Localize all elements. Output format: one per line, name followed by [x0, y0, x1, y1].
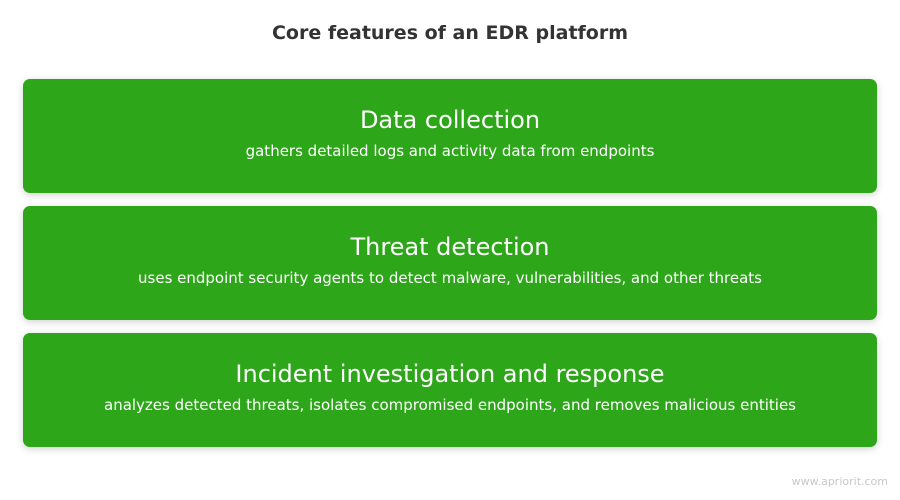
feature-title: Incident investigation and response: [235, 360, 665, 388]
feature-title: Threat detection: [350, 233, 550, 261]
feature-list: Data collection gathers detailed logs an…: [23, 79, 877, 460]
feature-description: analyzes detected threats, isolates comp…: [104, 396, 796, 414]
feature-description: gathers detailed logs and activity data …: [245, 142, 655, 160]
feature-card-incident-response: Incident investigation and response anal…: [23, 333, 877, 447]
watermark: www.apriorit.com: [791, 475, 888, 488]
page-title: Core features of an EDR platform: [271, 22, 629, 44]
feature-card-threat-detection: Threat detection uses endpoint security …: [23, 206, 877, 320]
feature-description: uses endpoint security agents to detect …: [138, 269, 762, 287]
feature-card-data-collection: Data collection gathers detailed logs an…: [23, 79, 877, 193]
feature-title: Data collection: [359, 106, 541, 134]
